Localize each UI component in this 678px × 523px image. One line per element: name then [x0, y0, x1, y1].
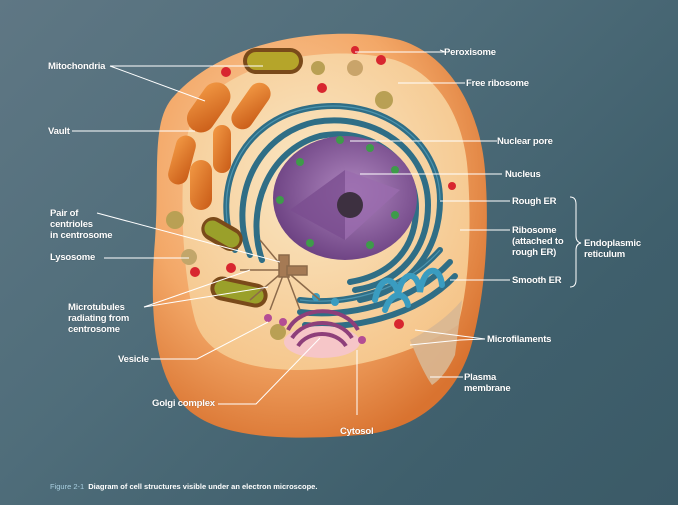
label-ribosome-attached: Ribosome (attached to rough ER)	[512, 225, 564, 258]
label-rough-er: Rough ER	[512, 196, 557, 207]
golgi-shape	[279, 309, 366, 358]
leader-lines	[72, 49, 510, 415]
label-centrioles: Pair of centrioles in centrosome	[50, 208, 113, 241]
label-free-ribosome: Free ribosome	[466, 78, 529, 89]
centrosome-shape	[240, 239, 321, 311]
label-vesicle: Vesicle	[118, 354, 149, 365]
label-microfilaments: Microfilaments	[487, 334, 552, 345]
label-microtubules: Microtubules radiating from centrosome	[68, 302, 130, 335]
label-lysosome: Lysosome	[50, 252, 96, 263]
cell-illustration	[72, 33, 582, 438]
smooth-er-shape	[372, 267, 445, 313]
label-endoplasmic-reticulum: Endoplasmic reticulum	[584, 238, 641, 260]
label-nucleus: Nucleus	[505, 169, 541, 180]
label-vault: Vault	[48, 126, 70, 137]
organelle-dots	[166, 46, 456, 340]
figure-caption-text: Diagram of cell structures visible under…	[88, 482, 318, 491]
label-plasma-membrane: Plasma membrane	[464, 372, 511, 394]
label-golgi-complex: Golgi complex	[152, 398, 215, 409]
label-peroxisome: Peroxisome	[444, 47, 496, 58]
nucleolus-shape	[337, 192, 363, 218]
nuclear-pores	[276, 136, 399, 249]
er-bracket	[569, 196, 582, 288]
label-smooth-er: Smooth ER	[512, 275, 562, 286]
label-nuclear-pore: Nuclear pore	[497, 136, 553, 147]
figure-background: Mitochondria Vault Pair of centrioles in…	[0, 0, 678, 505]
label-cytosol: Cytosol	[340, 426, 374, 437]
label-mitochondria: Mitochondria	[48, 61, 106, 72]
figure-number: Figure 2-1	[50, 482, 85, 491]
